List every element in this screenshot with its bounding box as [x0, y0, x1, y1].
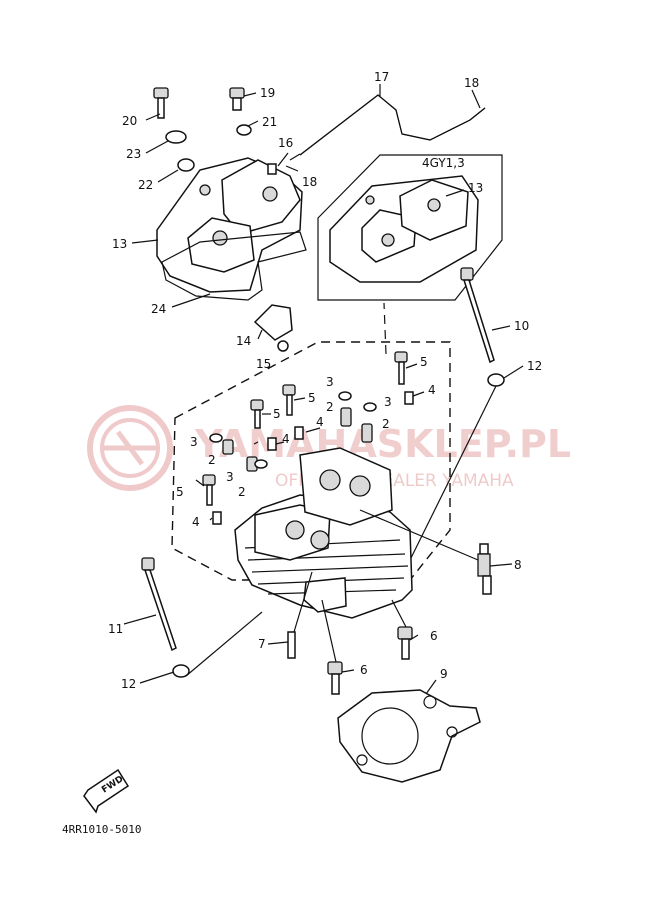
grommet-22	[177, 158, 195, 172]
label-part-18a: 18	[302, 175, 317, 189]
label-part-3a: 3	[326, 375, 334, 389]
label-part-5c: 5	[273, 407, 281, 421]
variant-cover-box: 4GY1,3	[317, 154, 503, 355]
label-part-3d: 3	[226, 470, 234, 484]
cover-bolt-20	[153, 87, 169, 119]
label-part-22: 22	[138, 178, 153, 192]
label-part-23: 23	[126, 147, 141, 161]
washer-12-top	[487, 373, 505, 387]
valve-guide-group	[222, 407, 373, 472]
stud-bolt-10	[460, 267, 495, 364]
label-part-4b: 4	[316, 415, 324, 429]
label-part-9: 9	[440, 667, 448, 681]
label-part-5b: 5	[308, 391, 316, 405]
breather-hose	[299, 94, 486, 156]
label-part-24: 24	[151, 302, 166, 316]
label-part-21: 21	[262, 115, 277, 129]
label-part-2b: 2	[382, 417, 390, 431]
label-part-8: 8	[514, 558, 522, 572]
cylinder-head-gasket	[337, 689, 481, 783]
label-part-2d: 2	[238, 485, 246, 499]
label-part-19: 19	[260, 86, 275, 100]
cylinder-head-cover	[156, 157, 303, 293]
label-part-12a: 12	[527, 359, 542, 373]
flange-bolt-6-bottom	[327, 661, 343, 695]
cover-bolt-19	[229, 87, 245, 111]
label-part-13a: 13	[112, 237, 127, 251]
stud-7	[287, 631, 296, 659]
label-part-16: 16	[278, 136, 293, 150]
label-part-6a: 6	[430, 629, 438, 643]
cylinder-head-group-boundary	[171, 341, 451, 581]
label-part-10: 10	[514, 319, 529, 333]
part-number-labels: 20 19 21 23 22 13 24 14 15 16 18 17 18 1…	[108, 70, 542, 691]
stud-bolt-11	[141, 557, 177, 652]
circlip-group	[209, 391, 377, 469]
cylinder-head	[234, 447, 413, 619]
label-part-14: 14	[236, 334, 251, 348]
washer-23	[165, 130, 187, 144]
label-part-11: 11	[108, 622, 123, 636]
label-part-3b: 3	[384, 395, 392, 409]
watermark-logo-icon	[87, 405, 173, 491]
label-part-20: 20	[122, 114, 137, 128]
washer-12-bottom	[172, 664, 190, 678]
label-part-2c: 2	[208, 453, 216, 467]
label-part-15: 15	[256, 357, 271, 371]
label-part-5a: 5	[420, 355, 428, 369]
label-part-17: 17	[374, 70, 389, 84]
grommet-21	[236, 124, 252, 136]
label-part-6b: 6	[360, 663, 368, 677]
bracket-14	[253, 304, 293, 341]
label-part-2a: 2	[326, 400, 334, 414]
label-part-18b: 18	[464, 76, 479, 90]
label-part-4d: 4	[192, 515, 200, 529]
label-part-5d: 5	[176, 485, 184, 499]
head-cover-gasket	[161, 231, 307, 301]
label-part-12b: 12	[121, 677, 136, 691]
head-bolt-group	[202, 351, 408, 506]
label-part-7: 7	[258, 637, 266, 651]
variant-label: 4GY1,3	[422, 156, 465, 170]
label-part-13b: 13	[468, 181, 483, 195]
flange-bolt-6-right	[397, 626, 413, 660]
leader-lines	[123, 84, 524, 695]
clip-16	[267, 163, 277, 175]
bolt-15	[277, 340, 289, 352]
label-part-3c: 3	[190, 435, 198, 449]
spark-plug	[477, 543, 492, 595]
diagram-code: 4RR1010-5010	[62, 823, 141, 836]
label-part-4c: 4	[282, 432, 290, 446]
label-part-4a: 4	[428, 383, 436, 397]
forward-direction-icon: FWD	[83, 768, 130, 814]
